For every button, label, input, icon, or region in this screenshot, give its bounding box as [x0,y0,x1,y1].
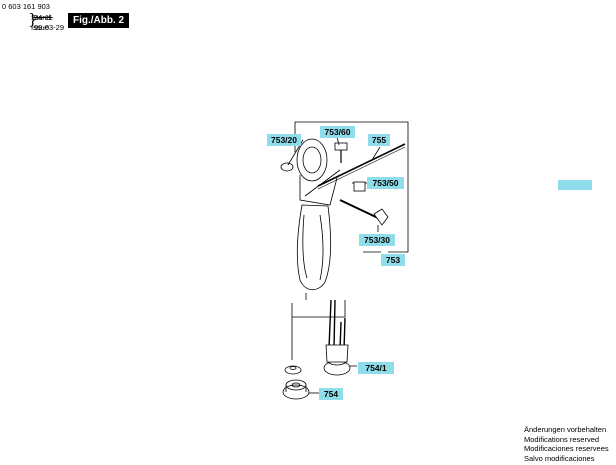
brace-glyph: } [28,10,38,28]
issue-date: 99-03-29 [34,23,65,32]
square-nut [353,181,366,192]
stand-label: Stand [31,13,51,22]
callout-754-1: 754/1 [358,362,394,374]
handle-grip [297,204,332,291]
washer-small [284,365,302,375]
callout-753: 753 [381,254,405,266]
clamp-bolt [334,142,348,151]
washer [280,162,294,172]
stand-value-block: 94-11 99-03-29 [34,13,64,33]
threaded-screw [339,199,379,219]
callout-754: 754 [319,388,343,400]
group-bracket [294,121,409,253]
callout-753-60: 753/60 [320,126,355,138]
depth-rod [317,143,406,187]
callout-755: 755 [368,134,390,146]
note-fr: Modificaciones reservees [524,444,609,453]
leader-753-60 [336,136,340,146]
note-en: Modifications reserved [524,434,600,444]
leader-755 [371,146,381,161]
lower-bracket [291,300,346,360]
callout-753-30: 753/30 [359,234,395,246]
collar-nut [282,384,310,400]
stand-old-value: 94-11 [34,13,53,22]
note-es: Salvo modificaciones [524,453,595,463]
part-number: 0 603 161 903 [2,2,50,11]
side-marker-tab [558,180,592,190]
callout-753-50: 753/50 [367,177,404,189]
modification-notes: Änderungen vorbehalten Modifications res… [524,425,609,463]
note-de: Änderungen vorbehalten [524,425,607,434]
header-block: 0 603 161 903 [2,2,50,12]
spring-nut-base [323,360,351,376]
callout-753-20: 753/20 [267,134,301,146]
figure-label: Fig./Abb. 2 [68,13,130,28]
handle-ring [296,138,328,182]
stand-issue-block: Stand Issue [31,13,51,33]
issue-label: Issue [31,23,49,32]
